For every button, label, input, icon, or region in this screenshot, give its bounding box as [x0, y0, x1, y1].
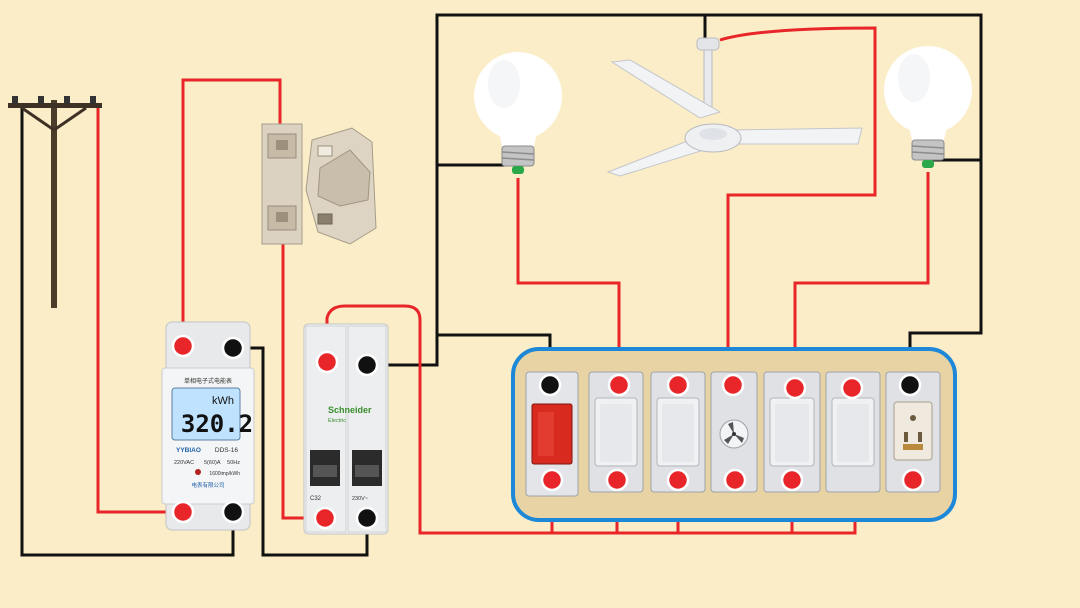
breaker-sub: Electric: [328, 418, 346, 424]
circuit-breaker: Schneider Electric C32 230V~: [303, 323, 389, 535]
meter-terminal-in-neutral: [221, 336, 245, 360]
switch-icon[interactable]: [588, 371, 644, 493]
meter-unit: kWh: [212, 395, 234, 407]
switch-icon[interactable]: [763, 371, 821, 493]
utility-pole-icon: [8, 96, 102, 308]
meter-reading: 320.2: [181, 410, 253, 438]
meter-voltage: 220VAC: [174, 460, 194, 466]
meter-model: DDS-16: [215, 447, 239, 454]
meter-frequency: 50Hz: [227, 460, 240, 466]
breaker-terminal-top-neutral: [355, 353, 379, 377]
breaker-model: C32: [310, 496, 322, 502]
fan-regulator-icon[interactable]: [710, 371, 758, 493]
light-bulb-icon: [884, 46, 972, 168]
socket-icon[interactable]: [885, 371, 941, 493]
light-bulb-icon: [474, 52, 562, 174]
meter-brand: YYBIAO: [176, 447, 201, 454]
energy-meter: 单相电子式电能表 kWh 320.2 YYBIAO DDS-16 220VAC …: [161, 321, 255, 531]
neutral-wires: [20, 13, 983, 557]
meter-imp: 1600imp/kWh: [209, 471, 240, 477]
ceiling-fan-icon: [606, 37, 863, 177]
meter-terminal-out-phase: [171, 500, 195, 524]
breaker-rating: 230V~: [352, 496, 368, 502]
breaker-terminal-top-phase: [315, 350, 339, 374]
meter-header: 单相电子式电能表: [184, 377, 232, 385]
breaker-terminal-bottom-neutral: [355, 506, 379, 530]
switch-icon[interactable]: [650, 371, 706, 493]
breaker-brand: Schneider: [328, 405, 372, 415]
fuse-icon: [261, 123, 377, 245]
meter-current: 5(60)A: [204, 460, 221, 466]
indicator-lamp: [525, 371, 579, 497]
meter-terminal-out-neutral: [221, 500, 245, 524]
meter-footer: 电表有限公司: [191, 481, 224, 489]
switch-icon[interactable]: [825, 371, 881, 493]
meter-terminal-in-phase: [171, 334, 195, 358]
breaker-terminal-bottom-phase: [313, 506, 337, 530]
terminals: [171, 334, 925, 530]
